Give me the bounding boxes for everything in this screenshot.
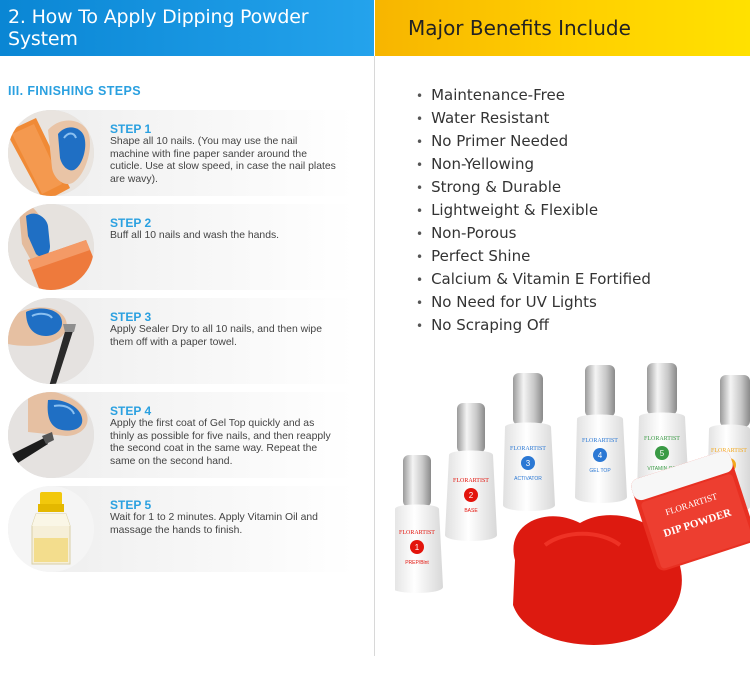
step-description: Shape all 10 nails. (You may use the nai… [110,136,336,185]
step-description: Wait for 1 to 2 minutes. Apply Vitamin O… [110,512,318,536]
step-title: STEP 3 [110,310,152,324]
bottle-2: 2 FLORARTIST BASE [445,403,497,541]
nail-buffer-icon [8,204,94,290]
step-description: Apply Sealer Dry to all 10 nails, and th… [110,324,322,348]
step-card-3: STEP 3 Apply Sealer Dry to all 10 nails,… [8,298,354,384]
powder-jar: FLORARTIST DIP POWDER [631,451,750,571]
bottle-number: 5 [660,449,665,458]
bottle-brand: FLORARTIST [510,446,546,452]
nail-file-icon [8,110,94,196]
bottle-number: 4 [598,451,603,460]
section-title: III. FINISHING STEPS [8,84,142,98]
benefit-item: Water Resistant [416,107,651,130]
bottle-label: GEL TOP [589,468,611,474]
benefit-item: No Need for UV Lights [416,291,651,314]
step-card-1: STEP 1 Shape all 10 nails. (You may use … [8,110,354,196]
nail-brush-icon [8,298,94,384]
step-description: Buff all 10 nails and wash the hands. [110,230,280,241]
product-image: 3 FLORARTIST ACTIVATOR 4 FLORARTIST GEL … [391,355,750,655]
step-card-4: STEP 4 Apply the first coat of Gel Top q… [8,392,354,478]
step-title: STEP 5 [110,498,152,512]
bottle-brand: FLORARTIST [644,436,680,442]
powder-spill [513,515,682,645]
benefit-item: Calcium & Vitamin E Fortified [416,268,651,291]
gel-top-brush-icon [8,392,94,478]
bottle-label: ACTIVATOR [514,476,542,482]
step-title: STEP 2 [110,216,152,230]
step-title: STEP 4 [110,404,152,418]
benefit-item: Strong & Durable [416,176,651,199]
bottle-label: PREP/Blnt [405,560,429,566]
bottle-number: 2 [469,491,474,500]
bottle-brand: FLORARTIST [399,530,435,536]
header-right-title: Major Benefits Include [375,0,750,56]
benefits-list: Maintenance-Free Water Resistant No Prim… [416,84,651,337]
bottle-brand: FLORARTIST [453,478,489,484]
bottle-brand: FLORARTIST [582,438,618,444]
step-card-5: STEP 5 Wait for 1 to 2 minutes. Apply Vi… [8,486,354,572]
benefit-item: No Scraping Off [416,314,651,337]
benefit-item: Lightweight & Flexible [416,199,651,222]
benefit-item: Maintenance-Free [416,84,651,107]
benefit-item: Non-Yellowing [416,153,651,176]
benefit-item: No Primer Needed [416,130,651,153]
step-description: Apply the first coat of Gel Top quickly … [110,418,331,467]
header-left-title: 2. How To Apply Dipping Powder System [0,0,374,56]
bottle-label: BASE [464,508,478,514]
bottle-3: 3 FLORARTIST ACTIVATOR [503,373,555,511]
bottle-4: 4 FLORARTIST GEL TOP [575,365,627,503]
bottle-number: 1 [415,543,420,552]
benefit-item: Non-Porous [416,222,651,245]
bottle-brand: FLORARTIST [711,448,747,454]
step-card-2: STEP 2 Buff all 10 nails and wash the ha… [8,204,354,290]
bottle-number: 3 [526,459,531,468]
bottle-1: 1 FLORARTIST PREP/Blnt [391,455,443,593]
column-divider [374,56,375,656]
vitamin-oil-bottle-icon [8,486,94,572]
bottle-label: VITAMIN OIL [647,466,677,472]
benefit-item: Perfect Shine [416,245,651,268]
step-title: STEP 1 [110,122,152,136]
